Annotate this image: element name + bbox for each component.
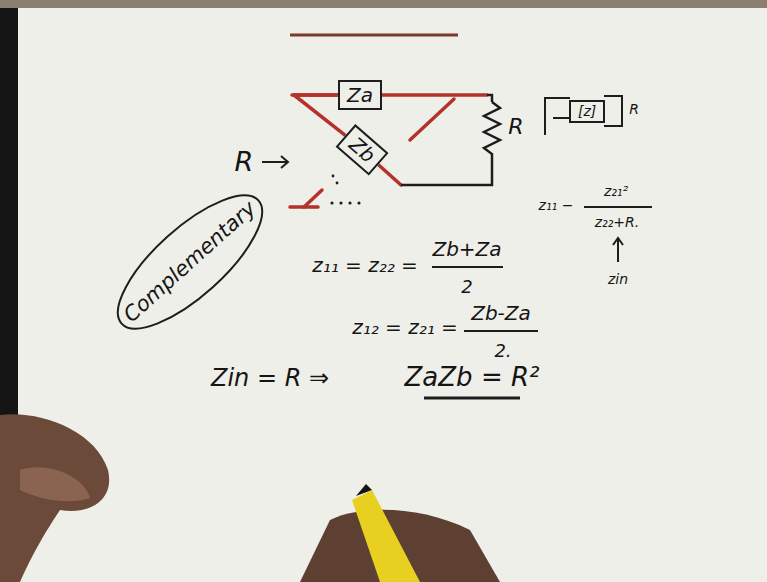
lattice-wires [290, 95, 487, 207]
denominator: z₂₂+R. [595, 215, 639, 230]
z-parameter: z₁₁ = z₂₂ = [312, 254, 418, 276]
input-impedance: zin [608, 272, 628, 287]
numerator: Zb+Za [432, 238, 501, 260]
input-impedance: z₁₁ − [539, 198, 574, 213]
numerator: Zb-Za [471, 302, 531, 324]
condition: Zin = R ⇒ [211, 365, 329, 391]
two-port-box: [z] [569, 100, 605, 123]
load-loop [401, 95, 500, 185]
denominator: 2 [461, 277, 472, 297]
frame-top [0, 0, 767, 8]
impedance-box: Za [338, 80, 382, 110]
crossed-note: Complementary [120, 197, 261, 327]
circle-mark [99, 175, 281, 349]
continuation-dots [330, 175, 360, 205]
denominator: 2. [494, 341, 511, 361]
marker-pen [352, 484, 420, 582]
input-resistance: R [235, 147, 254, 177]
heading-underline [290, 34, 458, 37]
two-port-wires [545, 96, 623, 262]
load-label: R [629, 102, 639, 117]
result: ZaZb = R² [405, 363, 540, 392]
impedance-box: Zb [336, 124, 389, 176]
node-text: [z] [578, 103, 596, 119]
hand [0, 414, 500, 582]
node-text: Za [347, 83, 373, 107]
input-arrow [262, 156, 288, 168]
load-resistor-label: R [508, 115, 523, 139]
numerator: z₂₁² [604, 184, 628, 199]
fraction-bars [432, 207, 652, 331]
result-underline [424, 397, 520, 400]
node-text: Zb [344, 132, 380, 167]
z-parameter: z₁₂ = z₂₁ = [352, 316, 458, 338]
